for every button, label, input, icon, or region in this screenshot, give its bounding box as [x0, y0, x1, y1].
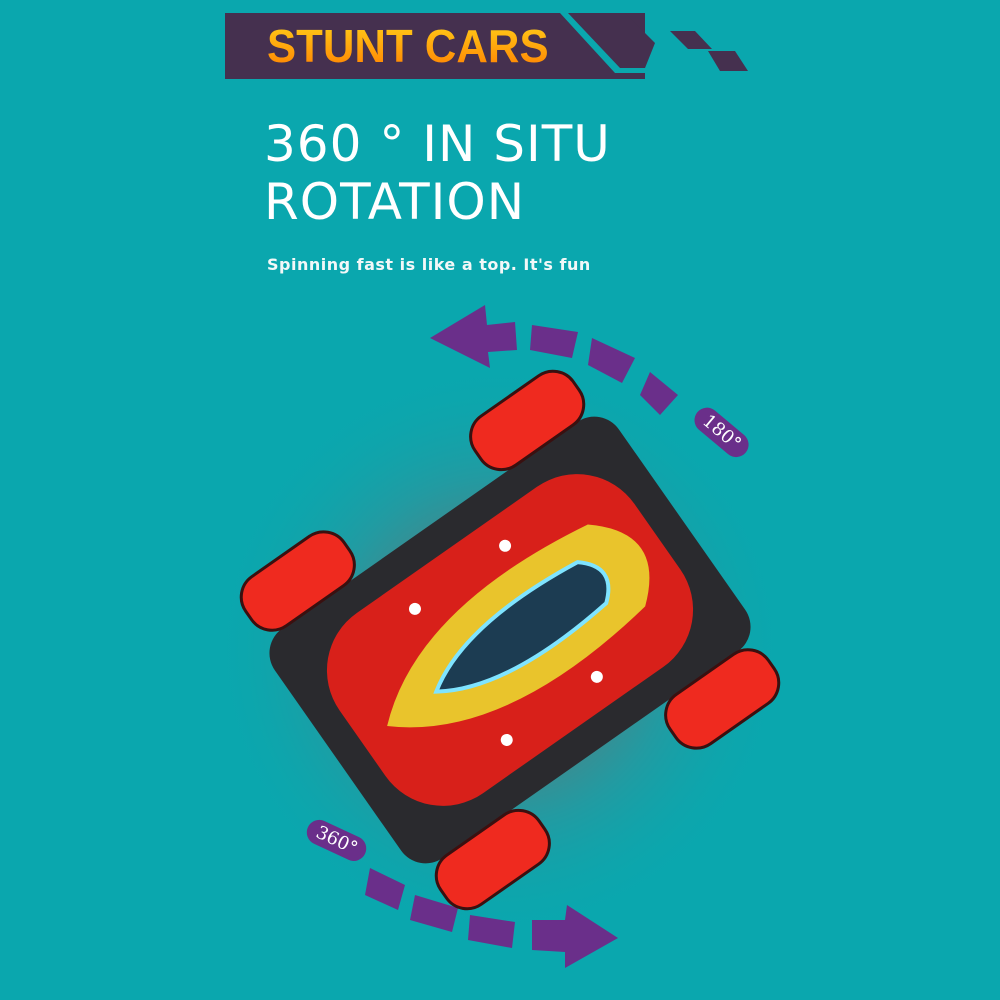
subtitle: Spinning fast is like a top. It's fun	[267, 255, 591, 274]
rotation-arrow-top	[430, 305, 678, 415]
headline-line-2: ROTATION	[264, 173, 526, 231]
headline: 360 ° IN SITU ROTATION	[264, 115, 611, 231]
rotation-arrow-bottom	[365, 868, 618, 968]
headline-line-1: 360 ° IN SITU	[264, 115, 611, 173]
checkered-flag-decoration	[560, 13, 748, 73]
stunt-car	[239, 369, 781, 911]
banner-title: STUNT CARS	[267, 20, 549, 72]
